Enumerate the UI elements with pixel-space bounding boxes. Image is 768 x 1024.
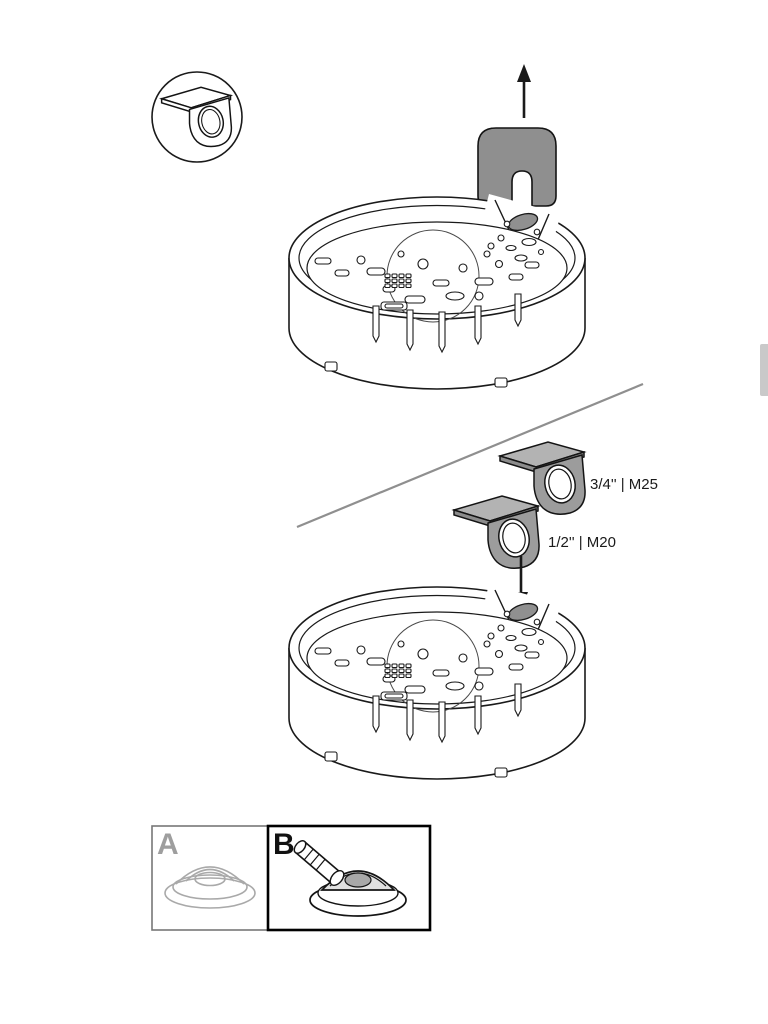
- page-edge-tab: [760, 344, 768, 396]
- adapter-m20: [453, 495, 540, 569]
- option-b-label: B: [273, 828, 295, 861]
- option-a-panel: A: [151, 825, 269, 931]
- conduit-adapter-icon: [159, 86, 234, 148]
- conduit-icon: [293, 840, 341, 884]
- mount-base-step2: [288, 583, 586, 780]
- conduit-collar: [329, 869, 345, 887]
- dome-camera-with-conduit-icon: [309, 869, 407, 917]
- adapter-m25-label: 3/4'' | M25: [590, 476, 658, 493]
- step2-insert-adapter: 3/4'' | M25 1/2'' | M20: [288, 441, 658, 780]
- mount-base-step1: [288, 193, 586, 390]
- dome-camera-icon: [164, 866, 256, 909]
- step1-remove-cover: [288, 64, 586, 390]
- arrow-up-icon: [517, 64, 531, 118]
- option-a-label: A: [157, 828, 179, 861]
- adapter-m20-label: 1/2'' | M20: [548, 534, 616, 551]
- step-divider-line: [296, 382, 644, 529]
- adapter-badge: [151, 71, 243, 163]
- option-b-panel: B: [266, 824, 432, 932]
